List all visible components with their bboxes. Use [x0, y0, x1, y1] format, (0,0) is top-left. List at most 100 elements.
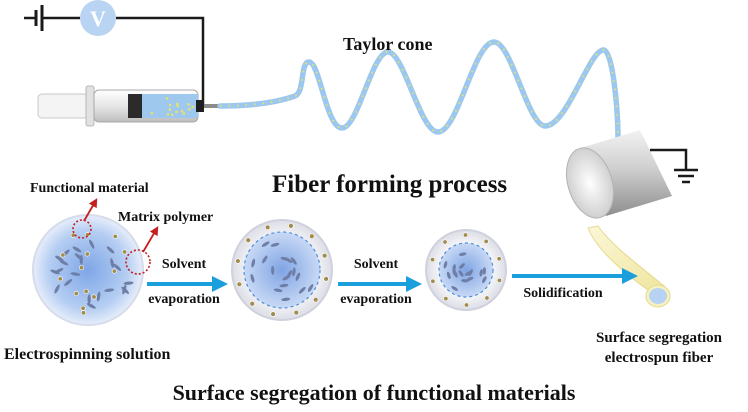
polymer-chain [446, 271, 451, 280]
functional-particle [80, 310, 86, 316]
polymer-chain [251, 258, 256, 268]
functional-particle [430, 257, 436, 263]
voltmeter-icon: V [80, 0, 116, 36]
polymer-chain [451, 286, 458, 291]
polymer-chain [262, 255, 268, 264]
solidifying-droplet [425, 229, 507, 311]
functional-particle [442, 239, 448, 245]
syringe-fluid-dot [188, 107, 191, 111]
functional-particle [60, 252, 66, 258]
functional-particle [79, 265, 85, 271]
polymer-chain [279, 283, 289, 288]
polymer-chain [479, 269, 483, 277]
polymer-chain [298, 286, 306, 294]
solvent-label-2: Solvent [354, 257, 399, 272]
polymer-chain [458, 270, 464, 277]
droplet-1-contents [50, 232, 134, 316]
polymer-chain [86, 303, 96, 309]
functional-material-label: Functional material [30, 181, 149, 196]
polymer-chain [250, 273, 255, 283]
functional-particle [484, 295, 490, 301]
polymer-chain [286, 270, 293, 279]
functional-particle [321, 252, 328, 259]
bottom-title: Surface segregation of functional materi… [173, 380, 576, 405]
functional-particle [91, 294, 97, 300]
polymer-chain [87, 294, 91, 305]
polymer-chain [468, 269, 473, 277]
functional-particle [84, 251, 90, 257]
polymer-chain [96, 291, 101, 302]
electrospun-fiber [587, 225, 671, 308]
syringe-fluid-dot [187, 103, 190, 106]
voltmeter-symbol: V [90, 6, 106, 31]
solidification-label: Solidification [523, 286, 603, 301]
fiber-forming-label: Fiber forming process [272, 171, 507, 198]
polymer-chain [281, 297, 291, 302]
functional-particle [80, 305, 86, 311]
functional-particle [112, 233, 118, 239]
polymer-chain [307, 284, 314, 292]
droplet-3-contents [430, 232, 502, 308]
polymer-chain [106, 246, 115, 254]
syringe-fluid-dot [175, 110, 178, 114]
syringe-fluid-dot [166, 113, 170, 116]
functional-particle [249, 301, 255, 307]
functional-particle [430, 278, 436, 284]
polymer-chain [104, 288, 115, 292]
functional-particle [463, 232, 469, 238]
matrix-polymer-label: Matrix polymer [118, 210, 213, 225]
functional-particle [264, 224, 271, 231]
functional-particle [443, 296, 449, 302]
functional-particle [496, 277, 502, 283]
collector-drum-icon [565, 130, 672, 219]
functional-particle [73, 291, 79, 297]
polymer-chain [466, 276, 474, 282]
functional-particle [483, 238, 489, 244]
syringe-fluid-dot [168, 103, 172, 107]
functional-particle [313, 297, 319, 303]
functional-particle [323, 276, 329, 282]
syringe-fluid-dots [150, 97, 194, 117]
electrospinning-jet [217, 39, 621, 143]
polymer-chain [271, 265, 275, 275]
functional-particle [270, 311, 276, 317]
functional-particle [496, 256, 502, 262]
polymer-chain [121, 286, 129, 294]
syringe-fluid-dot [182, 112, 186, 115]
functional-particle [293, 309, 300, 316]
polymer-chain [458, 252, 467, 256]
pointer-arrow-functional [83, 198, 98, 222]
fiber-label-line2: electrospun fiber [605, 350, 714, 366]
droplet-2-contents [235, 223, 329, 317]
polymer-chain [459, 263, 465, 269]
evaporation-label-2: evaporation [340, 292, 412, 307]
functional-particle [235, 258, 241, 264]
polymer-chain [89, 239, 95, 249]
polymer-chain [74, 253, 83, 261]
electrospinning-solution-label: Electrospinning solution [4, 346, 171, 363]
polymer-chain [273, 288, 283, 293]
polymer-chain [72, 246, 82, 253]
polymer-chain [123, 281, 134, 285]
syringe-fluid-dot [191, 105, 194, 109]
solvent-label-1: Solvent [162, 257, 207, 272]
syringe-fluid-dot [150, 111, 154, 115]
polymer-chain [110, 258, 114, 268]
taylor-cone-label: Taylor cone [343, 34, 433, 54]
polymer-chain [290, 257, 297, 265]
polymer-chain [452, 264, 456, 272]
polymer-chain [54, 284, 60, 294]
polymer-chain [261, 241, 270, 247]
functional-particle [111, 268, 117, 274]
functional-material-highlight [72, 219, 92, 239]
functional-particle [236, 281, 243, 288]
solution-droplet [32, 214, 144, 326]
fiber-label-line1: Surface segregation [596, 330, 723, 346]
evaporation-label-1: evaporation [148, 292, 220, 307]
syringe-fluid-dot [168, 108, 172, 111]
syringe-fluid-dot [165, 97, 169, 100]
functional-particle [245, 237, 251, 243]
functional-particle [83, 288, 89, 294]
polymer-chain [64, 279, 73, 286]
